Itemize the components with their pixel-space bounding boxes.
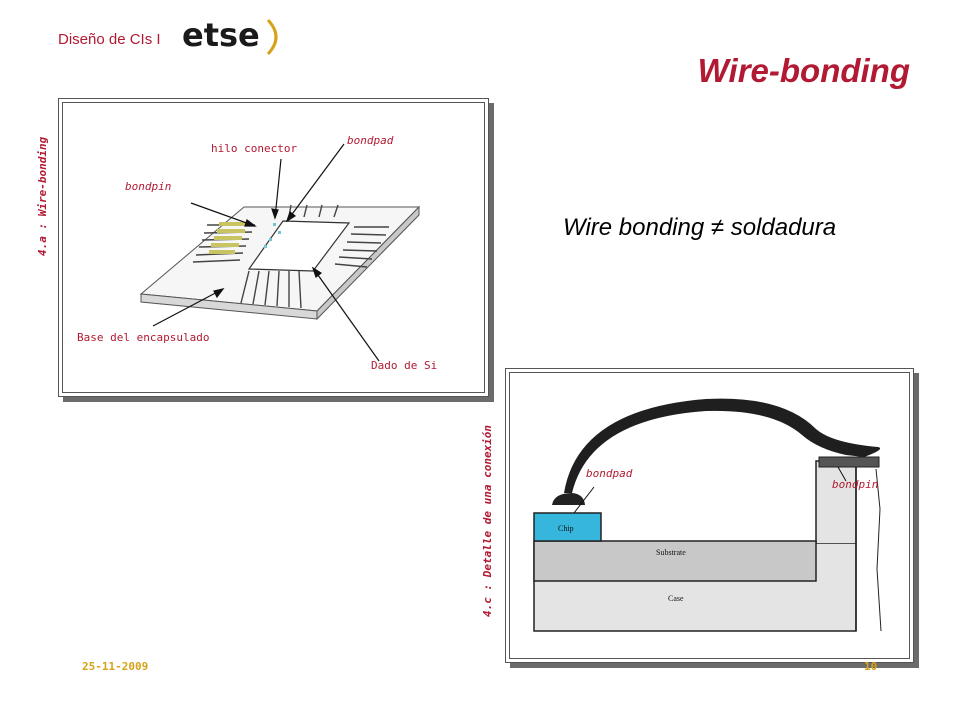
figure-a-inner-border <box>62 102 485 393</box>
substrate-text: Substrate <box>656 548 686 557</box>
figure-c-inner-border <box>509 372 910 659</box>
course-title: Diseño de CIs I <box>58 31 161 48</box>
label-bondpin-a: bondpin <box>125 180 172 193</box>
figure-a-side-label: 4.a : Wire-bonding <box>36 136 49 256</box>
etse-logo: etse <box>182 16 278 56</box>
case-text: Case <box>668 594 684 603</box>
figure-c-side-label: 4.c : Detalle de una conexión <box>481 424 494 617</box>
label-hilo-conector: hilo conector <box>211 142 298 155</box>
label-bondpad-c: bondpad <box>586 467 633 480</box>
page-number: 10 <box>864 660 878 673</box>
slide-title: Wire-bonding <box>697 52 910 89</box>
chip-text: Chip <box>558 524 574 533</box>
figure-a-frame: bondpad hilo conector bondpin Base del e… <box>58 98 489 397</box>
label-bondpad-a: bondpad <box>347 134 394 147</box>
figure-c-frame: Chip Substrate Case bondpad bondpin <box>505 368 914 663</box>
label-bondpin-c: bondpin <box>832 478 879 491</box>
package-diagram <box>139 143 421 362</box>
slide-subtitle: Wire bonding ≠ soldadura <box>563 214 837 241</box>
label-base-encapsulado: Base del encapsulado <box>77 331 210 344</box>
connection-detail-diagram: Chip Substrate Case <box>533 398 882 632</box>
logo-text: etse <box>182 16 260 54</box>
label-dado-si: Dado de Si <box>371 359 438 372</box>
footer-date: 25-11-2009 <box>82 660 149 673</box>
